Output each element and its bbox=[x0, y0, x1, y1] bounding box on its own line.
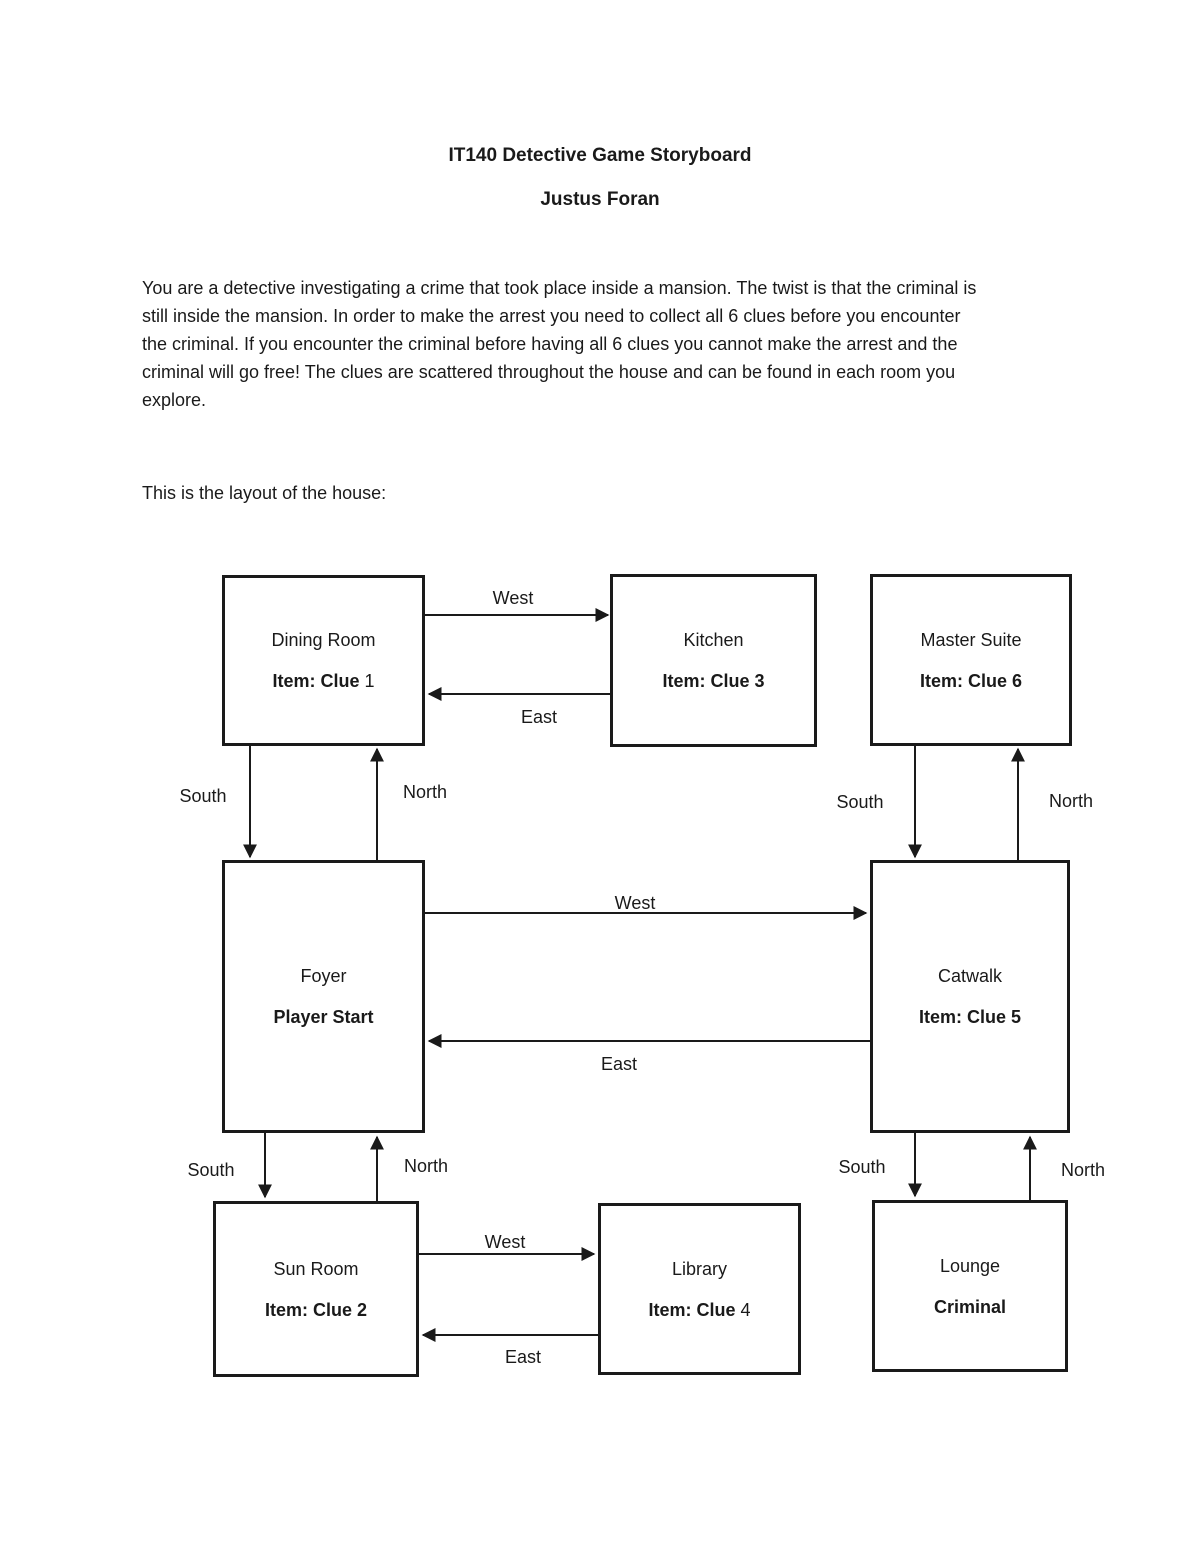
direction-label-north: North bbox=[403, 1156, 449, 1176]
direction-label-south: South bbox=[179, 786, 227, 806]
layout-caption: This is the layout of the house: bbox=[142, 483, 387, 503]
room-box-lounge: Lounge Criminal bbox=[872, 1200, 1068, 1372]
room-item-label: Item: Clue 1 bbox=[272, 671, 375, 691]
direction-label-south: South bbox=[838, 1157, 886, 1177]
room-item-label: Item: Clue 5 bbox=[918, 1007, 1022, 1027]
room-item-label: Item: Clue 4 bbox=[648, 1299, 751, 1320]
doc-author: Justus Foran bbox=[540, 189, 660, 210]
direction-label-north: North bbox=[1060, 1160, 1106, 1180]
room-name: Sun Room bbox=[273, 1258, 359, 1279]
room-name: Catwalk bbox=[937, 966, 1003, 986]
direction-label-south: South bbox=[187, 1160, 235, 1180]
direction-label-east: East bbox=[600, 1054, 638, 1074]
direction-label-east: East bbox=[504, 1347, 542, 1367]
intro-line: You are a detective investigating a crim… bbox=[142, 278, 977, 298]
room-box-kitchen: Kitchen Item: Clue 3 bbox=[610, 574, 817, 747]
intro-line: criminal will go free! The clues are sca… bbox=[142, 362, 956, 382]
room-box-master-suite: Master Suite Item: Clue 6 bbox=[870, 574, 1072, 746]
room-name: Kitchen bbox=[683, 630, 744, 650]
room-box-dining-room: Dining Room Item: Clue 1 bbox=[222, 575, 425, 746]
room-box-library: Library Item: Clue 4 bbox=[598, 1203, 801, 1375]
direction-label-south: South bbox=[836, 792, 884, 812]
direction-label-west: West bbox=[484, 1232, 526, 1252]
intro-line: still inside the mansion. In order to ma… bbox=[142, 306, 961, 326]
room-item-label: Player Start bbox=[273, 1007, 374, 1027]
room-item-label: Item: Clue 6 bbox=[919, 670, 1023, 691]
direction-label-east: East bbox=[520, 707, 558, 727]
intro-line: explore. bbox=[142, 390, 207, 410]
room-item-label: Item: Clue 2 bbox=[264, 1299, 368, 1320]
direction-label-west: West bbox=[614, 893, 656, 913]
intro-line: the criminal. If you encounter the crimi… bbox=[142, 334, 958, 354]
intro-paragraph: You are a detective investigating a crim… bbox=[142, 274, 1082, 414]
room-name: Foyer bbox=[300, 966, 347, 986]
room-item-label: Criminal bbox=[933, 1296, 1007, 1317]
room-name: Dining Room bbox=[271, 630, 376, 650]
room-box-foyer: Foyer Player Start bbox=[222, 860, 425, 1133]
room-name: Master Suite bbox=[920, 629, 1022, 650]
room-name: Library bbox=[671, 1258, 728, 1279]
room-item-label: Item: Clue 3 bbox=[662, 671, 765, 691]
room-box-catwalk: Catwalk Item: Clue 5 bbox=[870, 860, 1070, 1133]
doc-title: IT140 Detective Game Storyboard bbox=[448, 145, 752, 166]
direction-label-west: West bbox=[492, 588, 534, 608]
direction-label-north: North bbox=[402, 782, 448, 802]
room-name: Lounge bbox=[939, 1255, 1001, 1276]
room-box-sun-room: Sun Room Item: Clue 2 bbox=[213, 1201, 419, 1377]
direction-label-north: North bbox=[1048, 791, 1094, 811]
